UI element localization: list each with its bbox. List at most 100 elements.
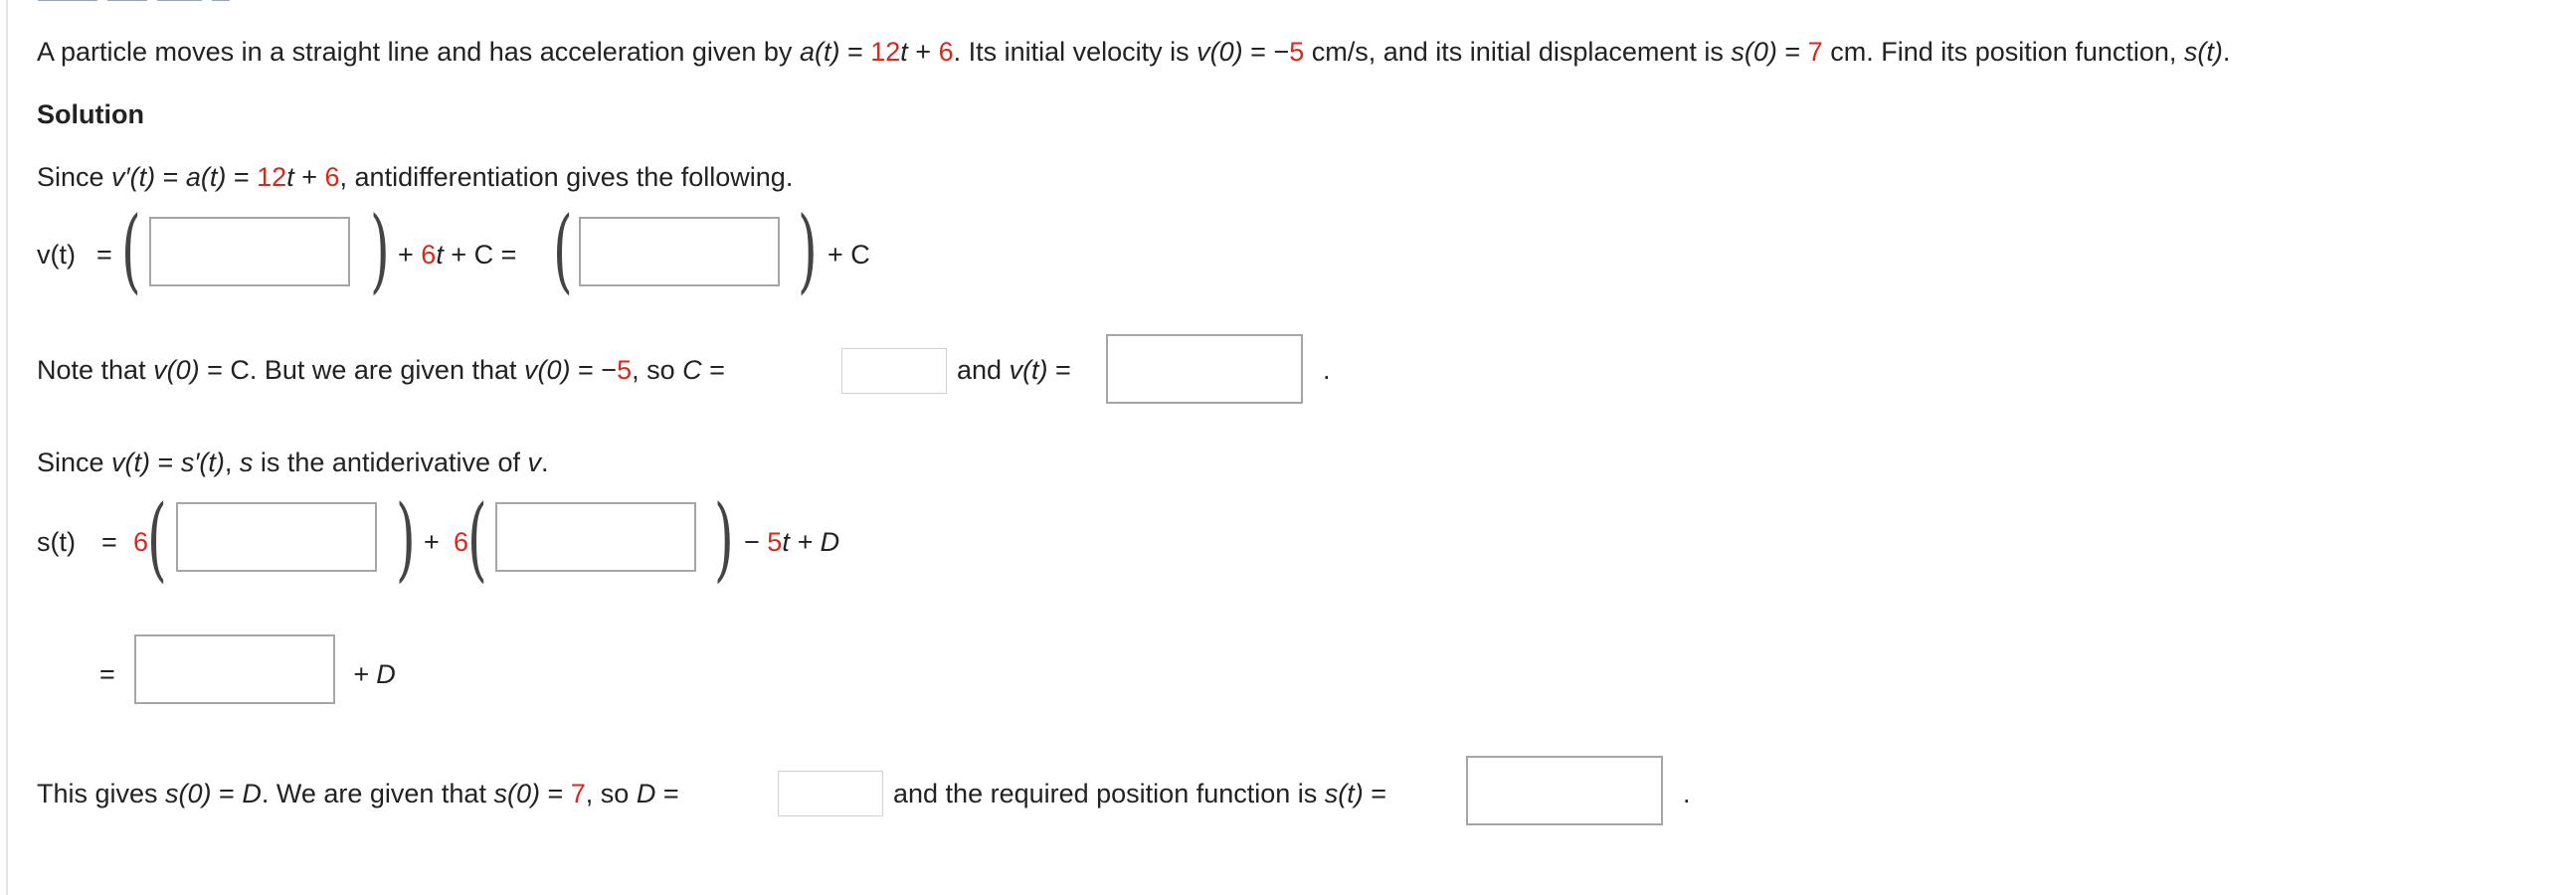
step2-text: Since v(t) = s′(t), s is the antiderivat… xyxy=(37,448,549,478)
text: , so xyxy=(585,779,637,808)
coef-6: 6 xyxy=(133,527,149,557)
vt-symbol: v(t) xyxy=(1009,355,1048,385)
coef-5: 5 xyxy=(617,355,633,385)
text: . We are given that xyxy=(261,779,494,808)
st-symbol: s(t) xyxy=(2183,37,2223,67)
equals: = xyxy=(1047,355,1071,385)
text: and the required position function is xyxy=(893,779,1325,808)
coef-12: 12 xyxy=(257,162,287,192)
text: , so xyxy=(632,355,683,385)
c-value-input[interactable] xyxy=(841,348,947,394)
coef-5: 5 xyxy=(767,527,783,557)
v0-symbol: v(0) xyxy=(153,355,200,385)
equals: = xyxy=(1776,37,1808,67)
text: This gives xyxy=(37,779,166,808)
equals: = xyxy=(226,162,258,192)
plus: + xyxy=(398,240,414,269)
right-paren: ) xyxy=(370,197,390,303)
coef-6: 6 xyxy=(454,527,469,557)
plus-c: + C xyxy=(828,240,870,269)
coef-7: 7 xyxy=(1807,37,1823,67)
st-label: s(t) xyxy=(37,527,76,557)
vt-middle: + 6t + C = xyxy=(398,240,516,270)
equals: = xyxy=(211,779,243,808)
note-text: Note that v(0) = C. But we are given tha… xyxy=(37,355,725,386)
vt-answer-box-2[interactable] xyxy=(579,217,780,286)
top-cut-link xyxy=(38,0,237,4)
plus: + xyxy=(424,527,440,557)
left-paren: ( xyxy=(467,485,487,592)
c-symbol: C xyxy=(682,355,702,385)
st-simplified-box[interactable] xyxy=(134,634,335,704)
plus-d-text: + D xyxy=(353,659,396,689)
coef-12: 12 xyxy=(870,37,901,67)
vprime-symbol: v′(t) xyxy=(111,162,156,192)
st-final-answer-box[interactable] xyxy=(1466,756,1663,825)
minus: − xyxy=(744,527,760,557)
vt-symbol: v(t) xyxy=(111,448,151,477)
equals-neg: = − xyxy=(570,355,618,385)
s0-symbol: s(0) xyxy=(165,779,212,808)
text: , xyxy=(224,448,240,477)
equals-neg: = − xyxy=(1242,37,1290,67)
st-answer-box-2[interactable] xyxy=(495,502,696,572)
t-var: t xyxy=(286,162,294,192)
text: Since xyxy=(37,448,112,477)
vt-result-box[interactable] xyxy=(1106,334,1303,404)
t-var: t xyxy=(782,527,790,557)
plus: + xyxy=(907,37,939,67)
equals: = xyxy=(99,659,115,689)
left-border xyxy=(6,0,8,895)
problem-text: A particle moves in a straight line and … xyxy=(37,37,800,67)
t-var: t xyxy=(436,240,444,269)
s0-symbol: s(0) xyxy=(1731,37,1777,67)
problem-text: cm. Find its position function, xyxy=(1822,37,2184,67)
final-text: This gives s(0) = D. We are given that s… xyxy=(37,779,679,809)
equals: = xyxy=(655,779,679,808)
acceleration-symbol: a(t) xyxy=(185,162,227,192)
text: , antidifferentiation gives the followin… xyxy=(339,162,794,192)
st-answer-box-1[interactable] xyxy=(176,502,377,572)
period: . xyxy=(1683,779,1691,808)
left-paren: ( xyxy=(121,197,141,303)
st-symbol: s(t) xyxy=(1324,779,1364,808)
equals: = xyxy=(539,779,571,808)
equals: = xyxy=(150,448,181,477)
equals: = xyxy=(701,355,725,385)
period: . xyxy=(541,448,549,477)
d-symbol: D xyxy=(242,779,262,808)
coef-7: 7 xyxy=(570,779,586,808)
v-symbol: v xyxy=(527,448,542,477)
equals: = xyxy=(96,240,112,269)
solution-heading: Solution xyxy=(37,99,144,129)
text: and xyxy=(957,355,1010,385)
left-paren: ( xyxy=(147,485,167,592)
right-paren: ) xyxy=(798,197,818,303)
coef-6: 6 xyxy=(421,240,437,269)
problem-statement: A particle moves in a straight line and … xyxy=(37,37,2230,68)
d-symbol: D xyxy=(636,779,656,808)
equals: = xyxy=(155,162,186,192)
d-value-input[interactable] xyxy=(778,771,883,816)
text: is the antiderivative of xyxy=(253,448,528,477)
problem-text: cm/s, and its initial displacement is xyxy=(1304,37,1732,67)
plus-c-equals: + C = xyxy=(443,240,517,269)
right-paren: ) xyxy=(714,485,734,592)
vt-answer-box-1[interactable] xyxy=(149,217,350,286)
coef-6: 6 xyxy=(324,162,340,192)
acceleration-symbol: a(t) xyxy=(799,37,840,67)
problem-text: . Its initial velocity is xyxy=(953,37,1197,67)
sprime-symbol: s′(t) xyxy=(180,448,225,477)
and-vt-label: and v(t) = xyxy=(957,355,1071,386)
text: = C. But we are given that xyxy=(199,355,525,385)
coef-6: 6 xyxy=(938,37,954,67)
equals: = xyxy=(1363,779,1387,808)
step1-text: Since v′(t) = a(t) = 12t + 6, antidiffer… xyxy=(37,162,793,193)
text: Since xyxy=(37,162,112,192)
t-var: t xyxy=(900,37,908,67)
equals: = xyxy=(101,527,117,557)
text: Note that xyxy=(37,355,154,385)
plus-d: + D xyxy=(353,659,396,690)
st-tail: − 5t + D xyxy=(744,527,839,558)
plus-d: + D xyxy=(789,527,840,557)
